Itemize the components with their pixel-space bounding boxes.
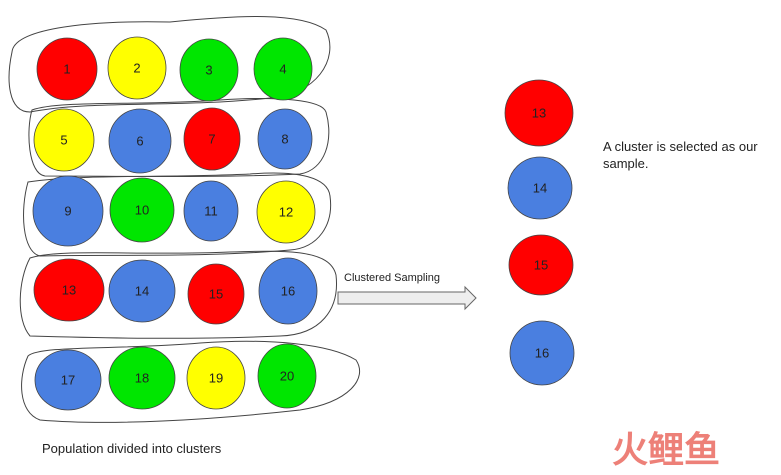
ball-14: 14: [108, 259, 176, 323]
ball-15: 15: [187, 263, 245, 325]
ball-9: 9: [32, 175, 104, 247]
sample-ball-13-circle: [504, 79, 574, 147]
ball-9-circle: [32, 175, 104, 247]
ball-10-circle: [109, 177, 175, 243]
ball-2-number: 2: [133, 61, 140, 76]
ball-11-circle: [183, 180, 239, 242]
ball-18-number: 18: [135, 371, 149, 386]
ball-2: 2: [107, 36, 167, 100]
population-caption: Population divided into clusters: [42, 441, 222, 456]
ball-11: 11: [183, 180, 239, 242]
watermark-logo: 火鲤鱼: [612, 428, 762, 475]
ball-20: 20: [257, 343, 317, 409]
ball-1: 1: [36, 37, 98, 101]
cluster-3: 9 10 11 12: [32, 175, 316, 247]
ball-3-number: 3: [205, 63, 212, 78]
ball-13-circle: [33, 258, 105, 322]
ball-19-circle: [186, 346, 246, 410]
ball-12: 12: [256, 180, 316, 244]
ball-13: 13: [33, 258, 105, 322]
ball-20-number: 20: [280, 369, 294, 384]
ball-18-circle: [108, 346, 176, 410]
ball-4-number: 4: [279, 62, 286, 77]
ball-1-number: 1: [63, 62, 70, 77]
ball-12-circle: [256, 180, 316, 244]
ball-20-circle: [257, 343, 317, 409]
ball-11-number: 11: [204, 204, 218, 219]
sample-ball-16-number: 16: [535, 346, 549, 361]
cluster-outline-5: [21, 340, 361, 423]
sample-ball-15: 15: [508, 234, 574, 296]
ball-1-circle: [36, 37, 98, 101]
ball-8-number: 8: [281, 132, 288, 147]
ball-17: 17: [34, 349, 102, 411]
ball-16-number: 16: [281, 284, 295, 299]
cluster-5: 17 18 19 20: [34, 343, 317, 411]
ball-4-circle: [253, 37, 313, 101]
sample-note: A cluster is selected as our sample.: [603, 139, 758, 171]
ball-14-number: 14: [135, 284, 149, 299]
sample-ball-16: 16: [509, 320, 575, 386]
sample-ball-14-circle: [507, 156, 573, 220]
ball-7: 7: [183, 107, 241, 171]
sample-ball-13-number: 13: [532, 106, 546, 121]
ball-6: 6: [108, 108, 172, 174]
cluster-4: 13 14 15 16: [33, 257, 318, 325]
sample-ball-15-circle: [508, 234, 574, 296]
cluster-outline-4: [19, 250, 337, 339]
ball-17-circle: [34, 349, 102, 411]
ball-13-number: 13: [62, 283, 76, 298]
ball-5-number: 5: [60, 133, 67, 148]
ball-14-circle: [108, 259, 176, 323]
cluster-outline-1: [8, 16, 331, 113]
ball-10: 10: [109, 177, 175, 243]
sampling-arrow: [337, 285, 477, 311]
cluster-1: 1 2 3 4: [36, 36, 313, 102]
ball-2-circle: [107, 36, 167, 100]
sample-balls: 13 14 15 16: [504, 79, 575, 386]
sample-ball-13: 13: [504, 79, 574, 147]
arrow-shape: [337, 285, 477, 311]
ball-4: 4: [253, 37, 313, 101]
ball-15-number: 15: [209, 287, 223, 302]
ball-6-circle: [108, 108, 172, 174]
ball-9-number: 9: [64, 204, 71, 219]
ball-8: 8: [257, 108, 313, 170]
ball-10-number: 10: [135, 203, 149, 218]
ball-15-circle: [187, 263, 245, 325]
sample-ball-16-circle: [509, 320, 575, 386]
ball-5-circle: [33, 108, 95, 172]
ball-19: 19: [186, 346, 246, 410]
ball-18: 18: [108, 346, 176, 410]
ball-19-number: 19: [209, 371, 223, 386]
ball-12-number: 12: [279, 205, 293, 220]
ball-16-circle: [258, 257, 318, 325]
cluster-outline-2: [28, 98, 330, 177]
sample-ball-15-number: 15: [534, 258, 548, 273]
ball-3-circle: [179, 38, 239, 102]
ball-17-number: 17: [61, 373, 75, 388]
ball-7-circle: [183, 107, 241, 171]
ball-8-circle: [257, 108, 313, 170]
cluster-2: 5 6 7 8: [33, 107, 313, 174]
watermark-text: 火鲤鱼: [612, 430, 720, 470]
ball-5: 5: [33, 108, 95, 172]
ball-16: 16: [258, 257, 318, 325]
sample-ball-14-number: 14: [533, 181, 547, 196]
ball-3: 3: [179, 38, 239, 102]
arrow-label: Clustered Sampling: [344, 272, 440, 284]
ball-7-number: 7: [208, 132, 215, 147]
cluster-outlines: [8, 16, 361, 423]
ball-6-number: 6: [136, 134, 143, 149]
sample-ball-14: 14: [507, 156, 573, 220]
